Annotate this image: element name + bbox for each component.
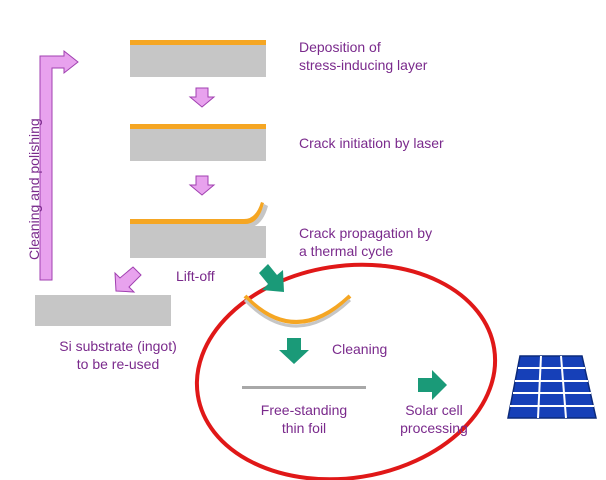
panel-grid-v1 xyxy=(537,355,542,419)
thin-foil xyxy=(242,386,366,389)
solar-panel-icon xyxy=(507,355,597,419)
side-label-cleaning-polishing: Cleaning and polishing xyxy=(26,118,42,260)
panel-grid-v2 xyxy=(560,355,567,419)
si-substrate xyxy=(35,295,171,326)
peeling-foil xyxy=(130,204,268,228)
lifted-foil xyxy=(243,298,352,328)
label-lift-off: Lift-off xyxy=(176,268,215,284)
peeling-layer xyxy=(130,202,264,224)
wafer-crack-initiation xyxy=(130,124,266,161)
step-label-crack-initiation: Crack initiation by laser xyxy=(299,135,444,151)
wafer-deposition xyxy=(130,40,266,77)
wafer-2 xyxy=(130,128,266,161)
wafer-1 xyxy=(130,44,266,77)
processing-arrow xyxy=(418,370,447,400)
stress-layer-2 xyxy=(130,124,266,129)
stress-layer-1 xyxy=(130,40,266,45)
label-cleaning: Cleaning xyxy=(332,341,388,357)
wafer-crack-propagation xyxy=(130,202,268,258)
cleaning-arrow xyxy=(279,338,309,364)
recycle-loop-arrow xyxy=(39,49,79,281)
down-arrow-2 xyxy=(188,175,216,196)
label-si-substrate: Si substrate (ingot)to be re-used xyxy=(59,338,177,372)
highlight-ellipse xyxy=(194,262,498,480)
wafer-3 xyxy=(130,226,266,258)
down-arrow-1 xyxy=(188,87,216,108)
solar-panel-frame xyxy=(507,355,597,419)
lifted-foil-layer xyxy=(243,294,352,324)
lift-off-arrow xyxy=(259,264,284,292)
diagonal-arrow-substrate xyxy=(114,266,142,293)
